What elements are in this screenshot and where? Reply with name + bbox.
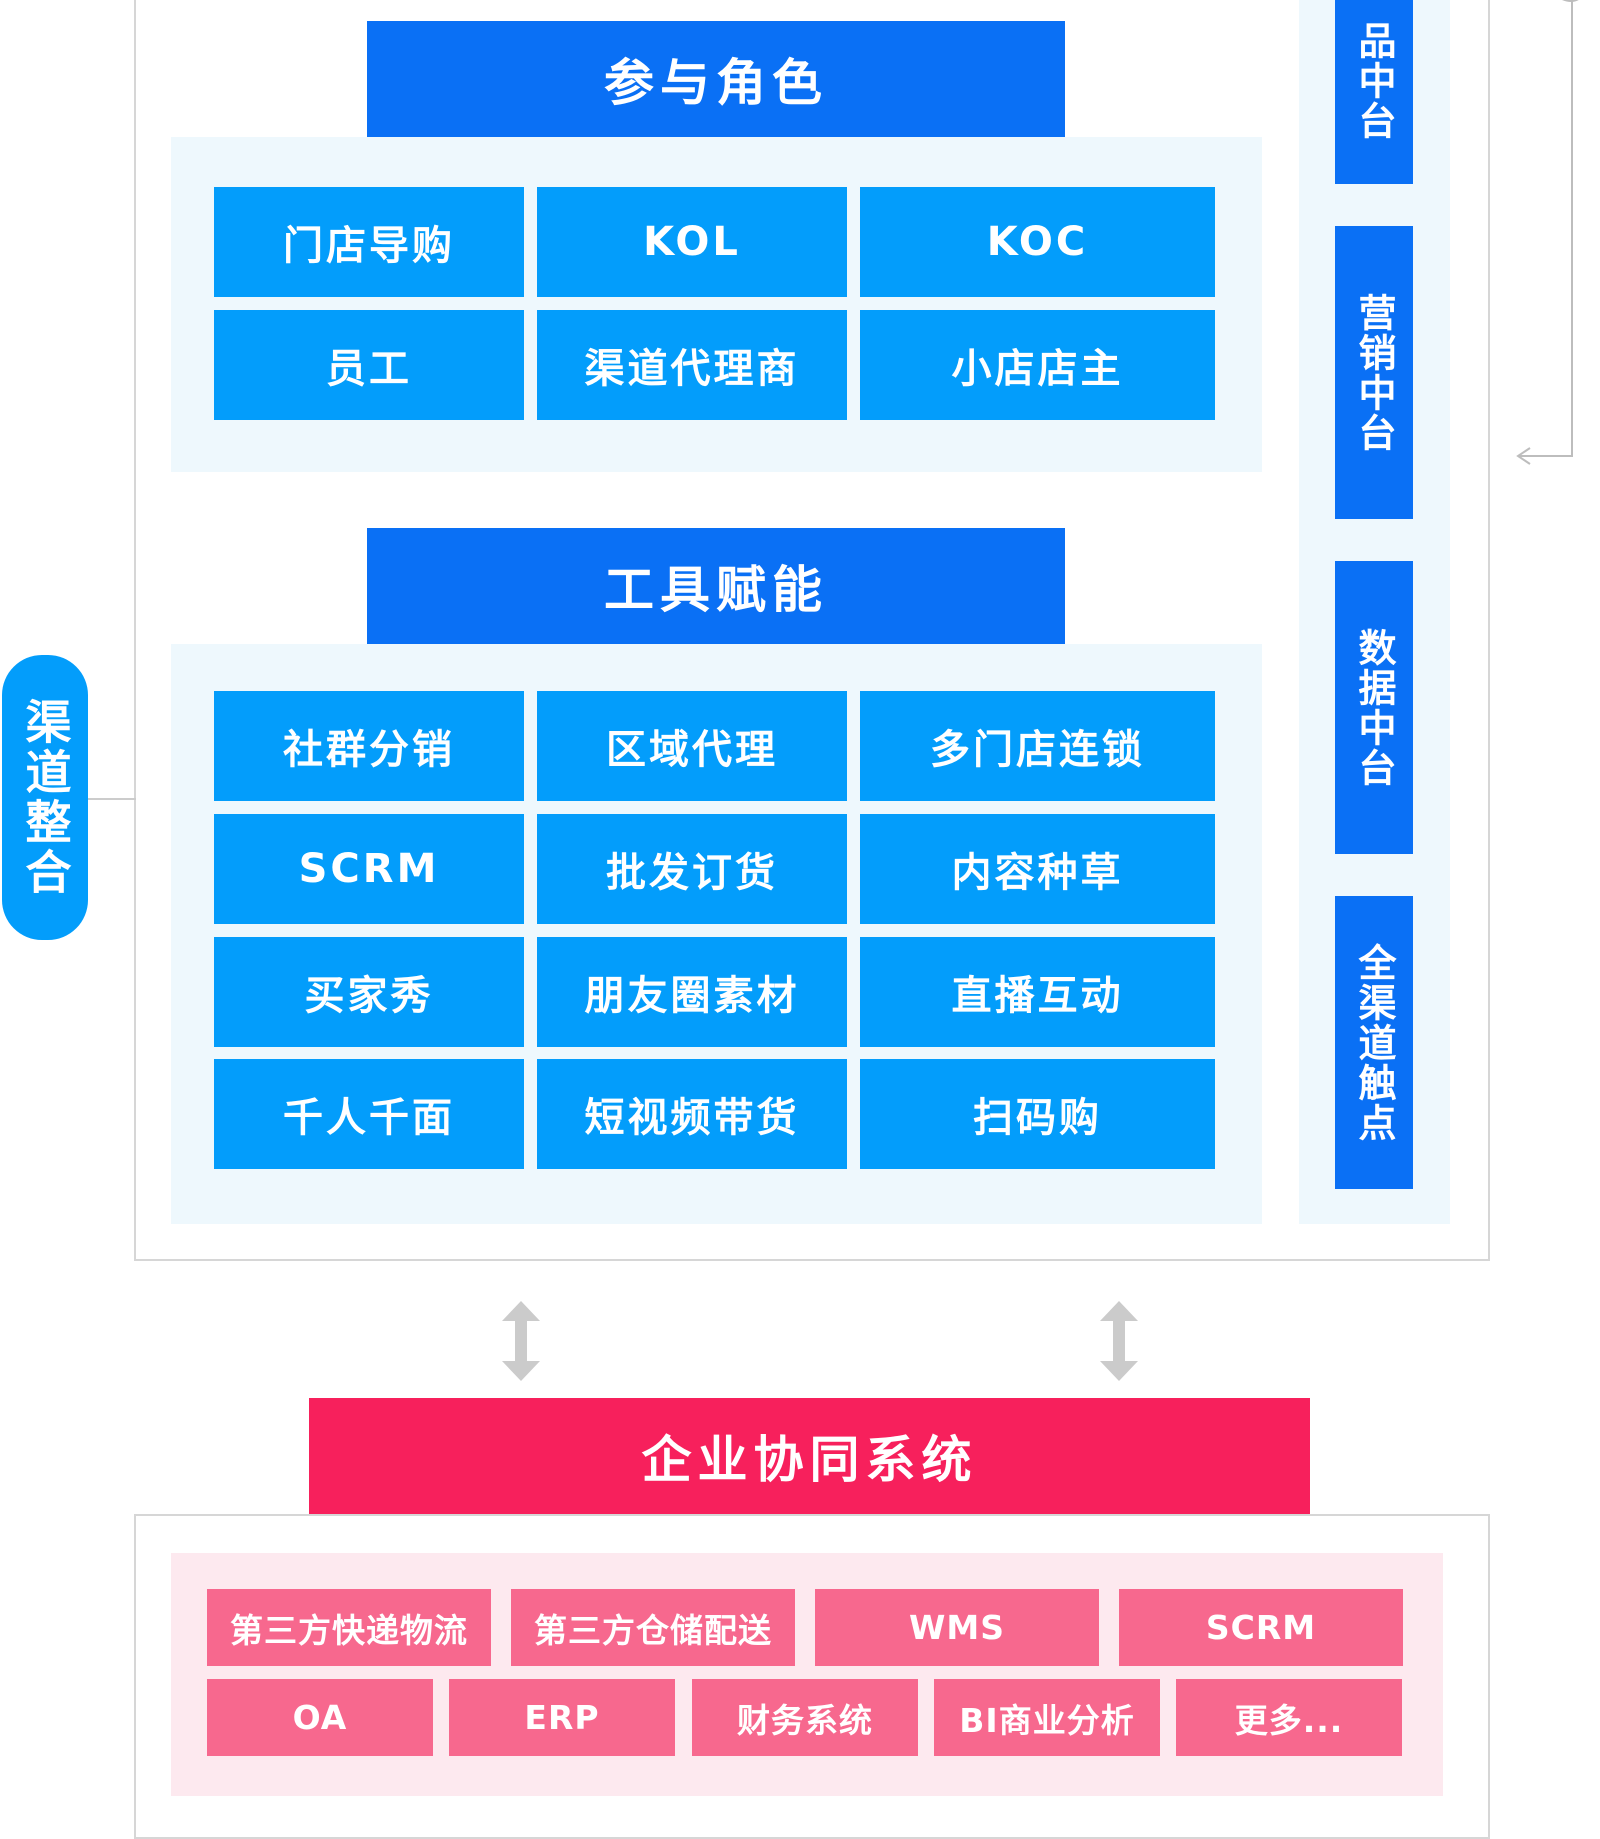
double-arrow-icon (502, 1301, 540, 1381)
double-arrow-icon (1100, 1301, 1138, 1381)
participant-role-cell: 小店店主 (860, 310, 1215, 420)
side-platform-item: 品中台 (1335, 0, 1413, 184)
participant-role-cell: 员工 (214, 310, 524, 420)
tool-cell: 批发订货 (537, 814, 847, 924)
tool-cell: 朋友圈素材 (537, 937, 847, 1047)
channel-integration-label: 渠道整合 (18, 697, 73, 898)
pill-connector (86, 798, 136, 800)
enterprise-system-cell: ERP (449, 1679, 675, 1756)
side-platform-label: 品中台 (1352, 21, 1396, 141)
enterprise-system-cell: BI商业分析 (934, 1679, 1160, 1756)
arrow-left-icon (1516, 447, 1531, 465)
side-platform-label: 营销中台 (1352, 292, 1396, 453)
side-connector (1516, 0, 1579, 465)
participants-header: 参与角色 (367, 21, 1065, 137)
enterprise-system-cell: 更多... (1176, 1679, 1402, 1756)
side-platform-label: 全渠道触点 (1352, 942, 1396, 1143)
side-platform-label: 数据中台 (1352, 627, 1396, 788)
enterprise-system-cell: 第三方仓储配送 (511, 1589, 795, 1666)
side-platform-item: 全渠道触点 (1335, 896, 1413, 1189)
enterprise-system-cell: 第三方快递物流 (207, 1589, 491, 1666)
enterprise-system-cell: SCRM (1119, 1589, 1403, 1666)
tool-cell: 扫码购 (860, 1059, 1215, 1169)
enterprise-system-cell: 财务系统 (692, 1679, 918, 1756)
tool-cell: 直播互动 (860, 937, 1215, 1047)
enterprise-system-cell: OA (207, 1679, 433, 1756)
participant-role-cell: 渠道代理商 (537, 310, 847, 420)
side-platform-item: 营销中台 (1335, 226, 1413, 519)
tool-cell: 区域代理 (537, 691, 847, 801)
tool-cell: 多门店连锁 (860, 691, 1215, 801)
tool-cell: 内容种草 (860, 814, 1215, 924)
tools-header: 工具赋能 (367, 528, 1065, 644)
enterprise-system-cell: WMS (815, 1589, 1099, 1666)
tool-cell: 社群分销 (214, 691, 524, 801)
tool-cell: 买家秀 (214, 937, 524, 1047)
participant-role-cell: 门店导购 (214, 187, 524, 297)
enterprise-header: 企业协同系统 (309, 1398, 1310, 1514)
participant-role-cell: KOC (860, 187, 1215, 297)
tool-cell: 千人千面 (214, 1059, 524, 1169)
participant-role-cell: KOL (537, 187, 847, 297)
tool-cell: 短视频带货 (537, 1059, 847, 1169)
channel-integration-pill: 渠道整合 (2, 655, 88, 940)
tool-cell: SCRM (214, 814, 524, 924)
side-platform-item: 数据中台 (1335, 561, 1413, 854)
